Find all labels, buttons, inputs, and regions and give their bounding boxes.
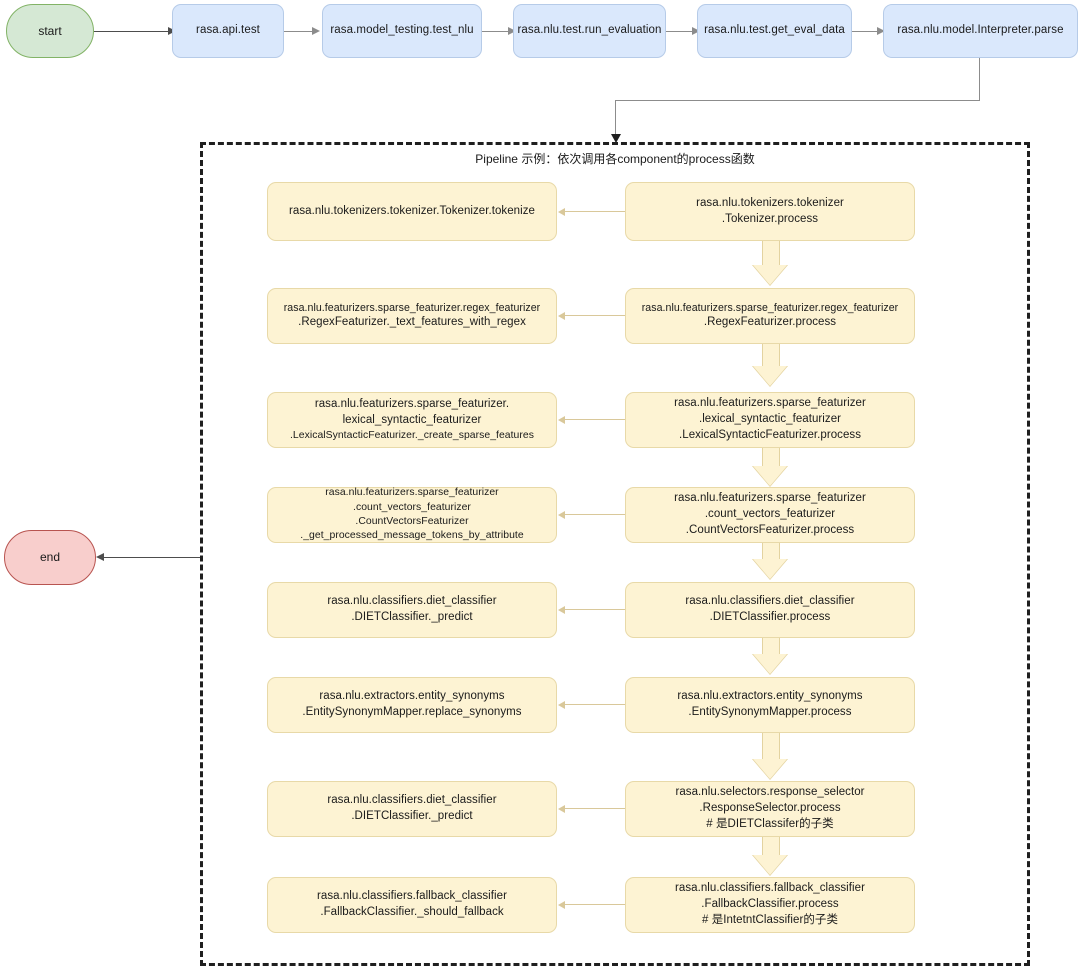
process-node-4-text: rasa.nlu.featurizers.sparse_featurizer .… xyxy=(674,492,866,536)
flow-arrow-1-2-head xyxy=(753,265,787,285)
flow-arrow-4-5-shaft xyxy=(762,543,780,561)
flow-arrow-3-4-shaft xyxy=(762,448,780,468)
call-arrow-8 xyxy=(565,904,625,906)
arrowhead-to-end xyxy=(96,552,104,561)
detail-node-8-text: rasa.nlu.classifiers.fallback_classifier… xyxy=(317,890,507,918)
detail-node-4-text: rasa.nlu.featurizers.sparse_featurizer .… xyxy=(300,487,524,542)
call-arrow-6 xyxy=(565,704,625,706)
process-node-5[interactable]: rasa.nlu.classifiers.diet_classifier .DI… xyxy=(625,582,915,638)
call-arrowhead-7 xyxy=(558,804,565,813)
detail-node-5-text: rasa.nlu.classifiers.diet_classifier .DI… xyxy=(327,595,497,623)
call-arrowhead-6 xyxy=(558,700,565,709)
flow-arrow-4-5-head xyxy=(753,559,787,579)
flow-arrow-6-7-head xyxy=(753,759,787,779)
detail-node-4[interactable]: rasa.nlu.featurizers.sparse_featurizer .… xyxy=(267,487,557,543)
flow-arrow-5-6-head xyxy=(753,654,787,674)
pipeline-container xyxy=(200,142,1030,966)
detail-node-5[interactable]: rasa.nlu.classifiers.diet_classifier .DI… xyxy=(267,582,557,638)
flow-arrow-5-6-shaft xyxy=(762,638,780,656)
process-node-8[interactable]: rasa.nlu.classifiers.fallback_classifier… xyxy=(625,877,915,933)
call-node-2-label: rasa.model_testing.test_nlu xyxy=(330,24,474,37)
detail-node-8[interactable]: rasa.nlu.classifiers.fallback_classifier… xyxy=(267,877,557,933)
start-node-label: start xyxy=(38,23,62,38)
pipeline-title: Pipeline 示例：依次调用各component的process函数 xyxy=(475,152,755,166)
connector-parse-left xyxy=(615,100,980,102)
process-node-6[interactable]: rasa.nlu.extractors.entity_synonyms .Ent… xyxy=(625,677,915,733)
detail-node-6-text: rasa.nlu.extractors.entity_synonyms .Ent… xyxy=(302,690,522,718)
process-node-1-text: rasa.nlu.tokenizers.tokenizer .Tokenizer… xyxy=(696,196,844,225)
call-arrow-1 xyxy=(565,211,625,213)
flow-arrow-3-4-head xyxy=(753,466,787,486)
connector-1-2 xyxy=(284,31,318,33)
detail-node-2-text: rasa.nlu.featurizers.sparse_featurizer.r… xyxy=(283,301,541,329)
call-arrow-2 xyxy=(565,315,625,317)
process-node-3-text: rasa.nlu.featurizers.sparse_featurizer .… xyxy=(674,397,866,441)
process-node-4[interactable]: rasa.nlu.featurizers.sparse_featurizer .… xyxy=(625,487,915,543)
process-node-5-text: rasa.nlu.classifiers.diet_classifier .DI… xyxy=(685,595,855,623)
arrowhead-2-3 xyxy=(508,26,516,35)
connector-parse-down xyxy=(979,58,981,101)
connector-parse-into-box xyxy=(615,100,617,136)
call-arrow-3 xyxy=(565,419,625,421)
process-node-1[interactable]: rasa.nlu.tokenizers.tokenizer .Tokenizer… xyxy=(625,182,915,241)
call-arrowhead-1 xyxy=(558,207,565,216)
call-node-5-label: rasa.nlu.model.Interpreter.parse xyxy=(897,24,1064,37)
process-node-2-text: rasa.nlu.featurizers.sparse_featurizer.r… xyxy=(641,301,899,329)
end-node-label: end xyxy=(39,550,61,565)
detail-node-7-text: rasa.nlu.classifiers.diet_classifier .DI… xyxy=(327,794,497,822)
connector-start-to-api xyxy=(94,31,170,33)
call-node-3[interactable]: rasa.nlu.test.run_evaluation xyxy=(513,4,666,58)
arrowhead-4-5 xyxy=(877,26,885,35)
detail-node-3[interactable]: rasa.nlu.featurizers.sparse_featurizer. … xyxy=(267,392,557,448)
process-node-6-text: rasa.nlu.extractors.entity_synonyms .Ent… xyxy=(677,690,863,718)
process-node-3[interactable]: rasa.nlu.featurizers.sparse_featurizer .… xyxy=(625,392,915,448)
call-node-1[interactable]: rasa.api.test xyxy=(172,4,284,58)
flow-arrow-2-3-shaft xyxy=(762,344,780,368)
detail-node-7[interactable]: rasa.nlu.classifiers.diet_classifier .DI… xyxy=(267,781,557,837)
start-node[interactable]: start xyxy=(6,4,94,58)
call-arrowhead-2 xyxy=(558,311,565,320)
call-node-4[interactable]: rasa.nlu.test.get_eval_data xyxy=(697,4,852,58)
flow-arrow-2-3-head xyxy=(753,366,787,386)
call-node-1-label: rasa.api.test xyxy=(196,24,260,37)
arrowhead-1-2 xyxy=(312,26,320,35)
detail-node-3-text: rasa.nlu.featurizers.sparse_featurizer. … xyxy=(290,397,534,441)
connector-4-5 xyxy=(852,31,883,33)
process-node-7-text: rasa.nlu.selectors.response_selector .Re… xyxy=(675,786,865,830)
call-arrowhead-8 xyxy=(558,900,565,909)
arrowhead-3-4 xyxy=(692,26,700,35)
connector-pipeline-to-end xyxy=(104,557,201,559)
call-arrow-4 xyxy=(565,514,625,516)
call-arrowhead-5 xyxy=(558,605,565,614)
call-arrow-5 xyxy=(565,609,625,611)
flow-arrow-6-7-shaft xyxy=(762,733,780,761)
call-node-5[interactable]: rasa.nlu.model.Interpreter.parse xyxy=(883,4,1078,58)
detail-node-2[interactable]: rasa.nlu.featurizers.sparse_featurizer.r… xyxy=(267,288,557,344)
flow-arrow-7-8-head xyxy=(753,855,787,875)
connector-2-3 xyxy=(482,31,514,33)
call-node-4-label: rasa.nlu.test.get_eval_data xyxy=(704,24,845,37)
flow-arrow-1-2-shaft xyxy=(762,241,780,267)
call-arrowhead-4 xyxy=(558,510,565,519)
arrowhead-into-pipeline xyxy=(610,134,621,143)
call-node-3-label: rasa.nlu.test.run_evaluation xyxy=(517,24,662,37)
process-node-2[interactable]: rasa.nlu.featurizers.sparse_featurizer.r… xyxy=(625,288,915,344)
process-node-7[interactable]: rasa.nlu.selectors.response_selector .Re… xyxy=(625,781,915,837)
call-arrow-7 xyxy=(565,808,625,810)
call-arrowhead-3 xyxy=(558,415,565,424)
detail-node-1-text: rasa.nlu.tokenizers.tokenizer.Tokenizer.… xyxy=(289,204,535,217)
detail-node-6[interactable]: rasa.nlu.extractors.entity_synonyms .Ent… xyxy=(267,677,557,733)
call-node-2[interactable]: rasa.model_testing.test_nlu xyxy=(322,4,482,58)
connector-3-4 xyxy=(666,31,698,33)
flow-arrow-7-8-shaft xyxy=(762,837,780,857)
end-node[interactable]: end xyxy=(4,530,96,585)
detail-node-1[interactable]: rasa.nlu.tokenizers.tokenizer.Tokenizer.… xyxy=(267,182,557,241)
process-node-8-text: rasa.nlu.classifiers.fallback_classifier… xyxy=(675,882,865,926)
